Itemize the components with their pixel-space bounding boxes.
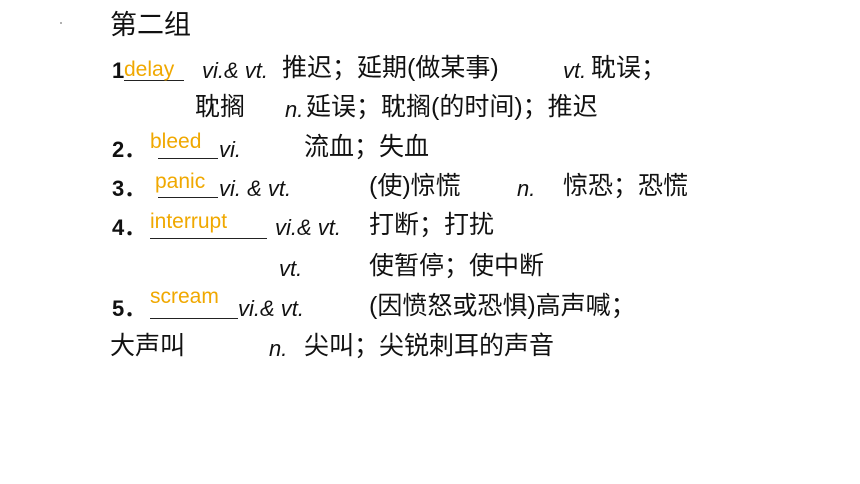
- part-of-speech: vi.& vt.: [275, 215, 342, 240]
- part-of-speech: vi.& vt.: [238, 296, 305, 321]
- part-of-speech: vi.& vt.: [202, 58, 269, 83]
- decorative-dot: [60, 22, 62, 24]
- part-of-speech: vt.: [563, 58, 587, 83]
- part-of-speech: n.: [285, 97, 304, 122]
- answer-blank: [150, 318, 238, 319]
- meaning: 尖叫；尖锐刺耳的声音: [304, 332, 555, 360]
- meaning: 打断；打扰: [369, 211, 495, 239]
- meaning: 大声叫: [110, 332, 186, 360]
- answer-blank: [124, 80, 184, 81]
- answer-word: delay: [124, 58, 175, 81]
- part-of-speech: vi.: [219, 137, 241, 162]
- item-number: 3．: [112, 176, 147, 201]
- item-number: 1: [112, 58, 125, 83]
- item-number: 4．: [112, 215, 147, 240]
- meaning: (因愤怒或恐惧)高声喊；: [369, 292, 636, 320]
- answer-word: bleed: [150, 130, 202, 153]
- meaning: 流血；失血: [304, 133, 430, 161]
- part-of-speech: vi. & vt.: [219, 176, 292, 201]
- answer-word: panic: [155, 170, 206, 193]
- meaning: 使暂停；使中断: [369, 252, 545, 280]
- meaning: 惊恐；恐慌: [563, 172, 689, 200]
- answer-word: scream: [150, 285, 219, 308]
- answer-word: interrupt: [150, 210, 228, 233]
- part-of-speech: n.: [517, 176, 536, 201]
- item-number: 2．: [112, 137, 147, 162]
- slide-title: 第二组: [110, 10, 191, 40]
- meaning: 延误；耽搁(的时间)；推迟: [306, 93, 598, 121]
- part-of-speech: vt.: [279, 256, 303, 281]
- answer-blank: [150, 238, 267, 239]
- part-of-speech: n.: [269, 336, 288, 361]
- answer-blank: [158, 197, 218, 198]
- meaning: 耽搁: [195, 93, 246, 121]
- meaning: 推迟；延期(做某事): [282, 54, 499, 82]
- item-number: 5．: [112, 296, 147, 321]
- meaning: 耽误；: [591, 54, 667, 82]
- meaning: (使)惊慌: [369, 172, 461, 200]
- answer-blank: [158, 158, 218, 159]
